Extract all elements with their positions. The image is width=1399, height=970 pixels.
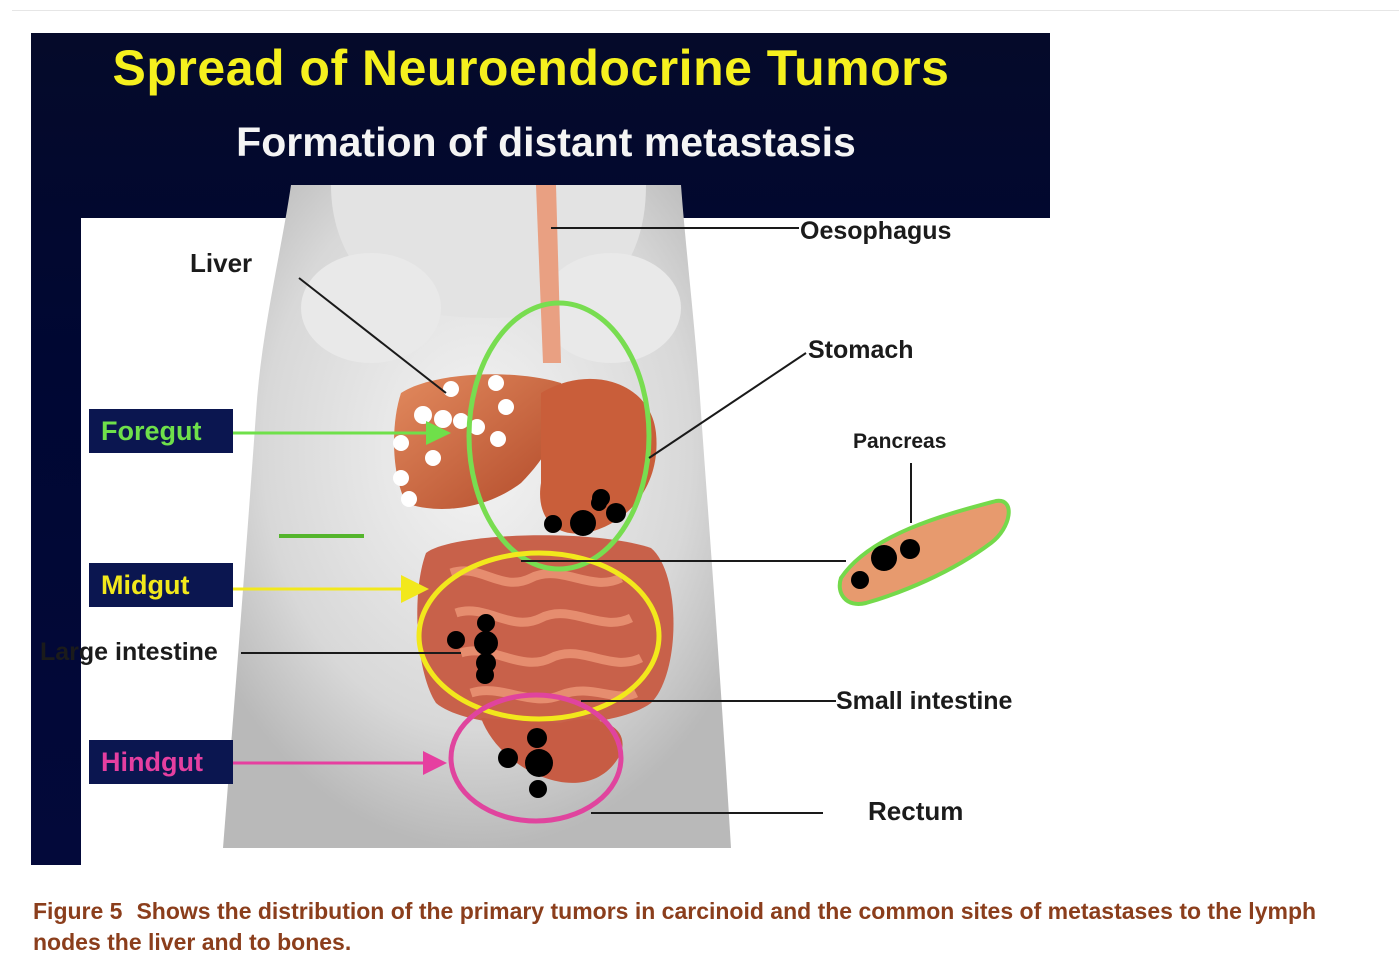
midgut-label-box: Midgut [89, 563, 233, 607]
figure-number: Figure 5 [33, 898, 122, 924]
label-liver: Liver [190, 248, 252, 279]
label-small-intestine: Small intestine [836, 687, 1012, 716]
label-pancreas: Pancreas [853, 430, 946, 454]
pancreas-organ [840, 501, 1009, 604]
label-rectum: Rectum [868, 796, 963, 827]
label-stomach: Stomach [808, 336, 914, 365]
hindgut-label-box: Hindgut [89, 740, 233, 784]
torso-silhouette [223, 185, 731, 848]
label-oesophagus: Oesophagus [800, 217, 951, 246]
caption-text: Shows the distribution of the primary tu… [33, 898, 1316, 955]
top-divider [12, 10, 1399, 11]
label-large-intestine: Large intestine [40, 638, 218, 667]
foregut-label-box: Foregut [89, 409, 233, 453]
